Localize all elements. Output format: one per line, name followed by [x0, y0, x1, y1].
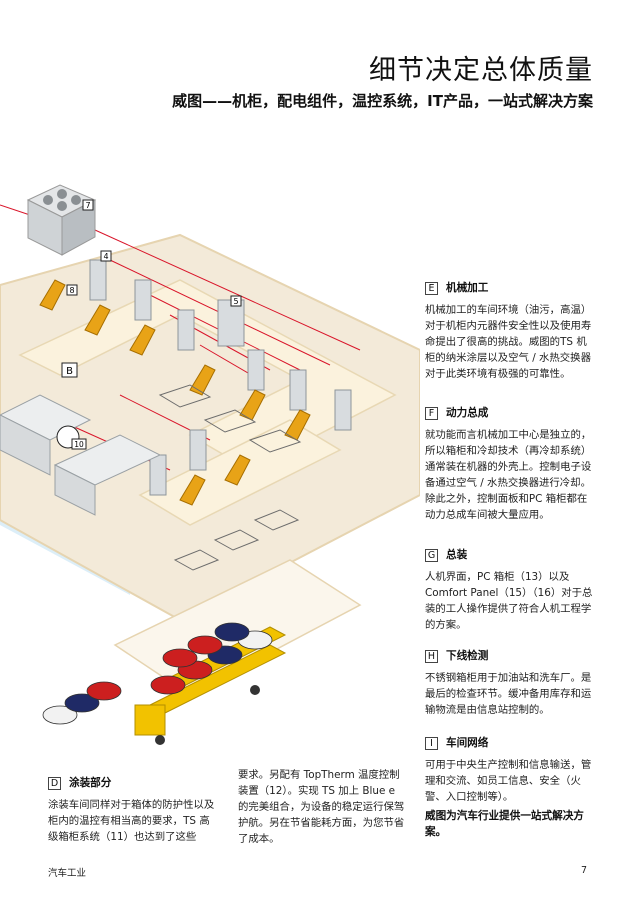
callout-text: 7 — [85, 201, 90, 210]
footer-label: 汽车工业 — [48, 868, 87, 879]
section-body: 可用于中央生产控制和信息输送，管理和交流、如员工信息、安全（火警、入口控制等）。 — [425, 759, 592, 803]
section-letter-box: E — [425, 281, 438, 295]
section-body: 机械加工的车间环境（油污，高温）对于机柜内元器件安全性以及使用寿命提出了很高的挑… — [425, 304, 592, 380]
callout-text: 4 — [103, 252, 108, 261]
section-letter-box: H — [425, 649, 438, 663]
callout-text: 5 — [233, 297, 238, 306]
section-powertrain: F 动力总成 就功能而言机械加工中心是独立的，所以箱柜和冷却技术（再冷却系统）通… — [425, 405, 593, 523]
section-body: 要求。另配有 TopTherm 温度控制装置（12）。实现 TS 加上 Blue… — [238, 769, 405, 845]
section-letter-box: D — [48, 776, 61, 790]
callout-10: 10 — [56, 425, 87, 450]
callout-5: 5 — [230, 295, 242, 307]
section-title: 涂装部分 — [69, 777, 112, 789]
section-heading: F 动力总成 — [425, 405, 593, 421]
section-title: 动力总成 — [446, 407, 489, 419]
section-title: 机械加工 — [446, 282, 489, 294]
section-letter-box: G — [425, 548, 438, 562]
page-number: 7 — [580, 865, 587, 876]
section-letter-box: F — [425, 406, 438, 420]
cooling-unit — [26, 184, 97, 256]
cabinets — [89, 259, 352, 496]
section-heading: I 车间网络 — [425, 735, 593, 751]
section-title: 车间网络 — [446, 737, 489, 749]
robots — [39, 279, 311, 506]
section-body: 涂装车间同样对于箱体的防护性以及柜内的温控有相当高的要求，TS 高级箱柜系统（1… — [48, 799, 215, 843]
section-heading: E 机械加工 — [425, 280, 593, 296]
section-body: 就功能而言机械加工中心是独立的，所以箱柜和冷却技术（再冷却系统）通常装在机器的外… — [425, 429, 592, 521]
page-subtitle: 威图——机柜，配电组件，温控系统，IT产品，一站式解决方案 — [172, 92, 593, 110]
section-letter-box: I — [425, 736, 438, 750]
factory-illustration: 7 4 8 5 B 10 — [0, 184, 420, 745]
callout-text: 8 — [69, 286, 74, 295]
section-heading: D 涂装部分 — [48, 775, 216, 791]
callout-4: 4 — [100, 250, 112, 262]
callout-7: 7 — [82, 199, 94, 211]
section-title: 总装 — [446, 549, 468, 561]
section-machining: E 机械加工 机械加工的车间环境（油污，高温）对于机柜内元器件安全性以及使用寿命… — [425, 280, 593, 382]
section-end-of-line-test: H 下线检测 不锈钢箱柜用于加油站和洗车厂。是最后的检查环节。缓冲备用库存和运输… — [425, 648, 593, 718]
car-bodies — [158, 384, 302, 571]
callout-B: B — [61, 362, 78, 378]
section-body: 不锈钢箱柜用于加油站和洗车厂。是最后的检查环节。缓冲备用库存和运输物流是由信息站… — [425, 672, 592, 716]
section-assembly: G 总装 人机界面，PC 箱柜（13）以及Comfort Panel（15）（1… — [425, 547, 593, 633]
callout-text: 10 — [74, 440, 84, 449]
callout-text: B — [66, 366, 73, 377]
section-heading: H 下线检测 — [425, 648, 593, 664]
page-title: 细节决定总体质量 — [369, 55, 593, 86]
finished-cars — [42, 622, 273, 725]
section-title: 下线检测 — [446, 650, 489, 662]
section-painting-continued: 要求。另配有 TopTherm 温度控制装置（12）。实现 TS 加上 Blue… — [238, 767, 408, 847]
section-heading: G 总装 — [425, 547, 593, 563]
section-body: 人机界面，PC 箱柜（13）以及Comfort Panel（15）（16）对于总… — [425, 571, 593, 631]
conclusion-text: 威图为汽车行业提供一站式解决方案。 — [425, 810, 584, 838]
section-painting: D 涂装部分 涂装车间同样对于箱体的防护性以及柜内的温控有相当高的要求，TS 高… — [48, 775, 216, 845]
section-plant-network: I 车间网络 可用于中央生产控制和信息输送，管理和交流、如员工信息、安全（火警、… — [425, 735, 593, 805]
callout-8: 8 — [66, 284, 78, 296]
